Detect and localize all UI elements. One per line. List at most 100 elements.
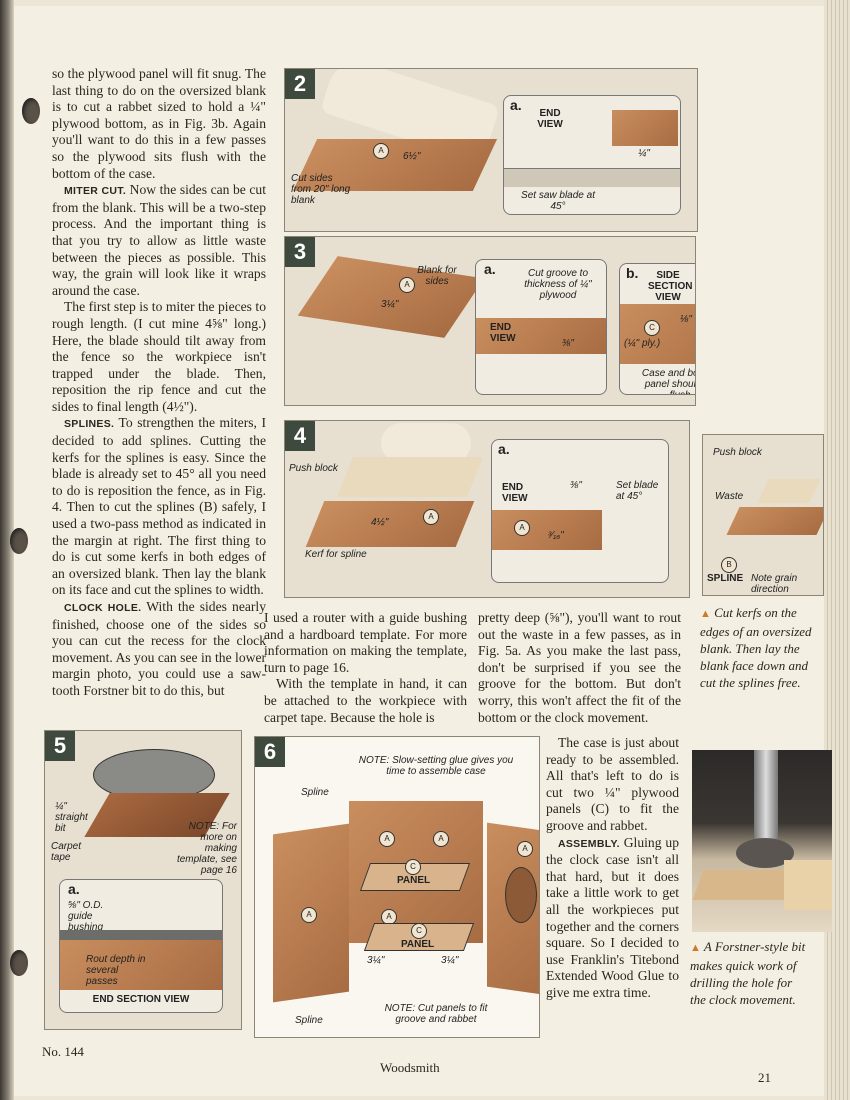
paragraph: With the template in hand, it can be att…	[264, 676, 467, 725]
inset-letter: a.	[484, 261, 496, 277]
figure-number: 2	[285, 69, 315, 99]
workpiece-section	[620, 304, 695, 364]
groove-note: Cut groove to thickness of ¼" plywood	[524, 268, 592, 301]
blank-with-kerfs	[726, 507, 823, 535]
figure-number: 5	[45, 731, 75, 761]
kerf-label: Kerf for spline	[305, 549, 367, 560]
part-label: B	[721, 557, 737, 573]
workpiece-section	[612, 110, 678, 146]
template-note: NOTE: For more on making template, see p…	[176, 821, 237, 876]
figure-6: 6 NOTE: Slow-setting glue gives you time…	[254, 736, 540, 1038]
figure-number: 4	[285, 421, 315, 451]
paragraph: The case is just about ready to be assem…	[546, 735, 679, 833]
dimension-label-bottom: ³⁄₁₆"	[548, 530, 564, 541]
dimension-label-top: ⅜"	[570, 480, 582, 491]
paragraph-miter: MITER CUT. Now the sides can be cut from…	[52, 182, 266, 299]
forstner-bit-photo	[692, 750, 832, 932]
part-label-left: A	[301, 907, 317, 923]
push-block	[336, 457, 484, 497]
inset-title: END VIEW	[490, 322, 516, 344]
page-number: 21	[758, 1070, 771, 1085]
figure-4a-end-view: a. END VIEW ⅜" Set blade at 45° A ³⁄₁₆"	[491, 439, 669, 583]
figure-3: 3 A Blank for sides 3¼" a. Cut groove to…	[284, 236, 696, 406]
caption-text: A Forstner-style bit makes quick work of…	[690, 939, 806, 1007]
part-label-c: C	[644, 320, 660, 336]
paragraph: so the plywood panel will fit snug. The …	[52, 66, 266, 181]
inset-title: SIDE SECTION VIEW	[648, 270, 693, 303]
spline-label: SPLINE	[707, 573, 744, 584]
part-label: A	[423, 509, 439, 525]
figure-3b-side-section: b. SIDE SECTION VIEW A ⅛" C (¼" ply.) Ca…	[619, 263, 695, 395]
clamp-block	[784, 860, 832, 910]
workpiece-section	[476, 318, 606, 354]
left-column: so the plywood panel will fit snug. The …	[52, 66, 266, 700]
inset-letter: a.	[498, 441, 510, 457]
spline-label-bottom: Spline	[295, 1015, 323, 1026]
paragraph-text: To strengthen the miters, I decided to a…	[52, 415, 266, 598]
dimension-label: 4½"	[371, 517, 389, 528]
cut-sides-label: Cut sides from 20" long blank	[291, 173, 351, 206]
blade-note: Set blade at 45°	[616, 480, 659, 502]
figure-5a-end-section: a. ⅝" O.D. guide bushing Rout depth in s…	[59, 879, 223, 1013]
dimension-label: ⅛"	[680, 314, 692, 325]
part-label-panel-top: C	[405, 859, 421, 875]
panel-label-bottom: PANEL	[401, 939, 435, 950]
bit-label: ¼" straight bit	[55, 801, 88, 834]
margin-spline-figure: Push block Waste B SPLINE Note grain dir…	[702, 434, 824, 596]
bushing-label: ⅝" O.D. guide bushing	[68, 900, 104, 933]
run-in-head: MITER CUT.	[64, 185, 127, 198]
blank-label: Blank for sides	[417, 265, 457, 287]
figure-5: 5 ¼" straight bit Carpet tape NOTE: For …	[44, 730, 242, 1030]
grain-note: Note grain direction	[751, 573, 798, 595]
page-stack-edge	[824, 0, 850, 1100]
paragraph-text: Now the sides can be cut from the blank.…	[52, 182, 267, 298]
rout-depth-label: Rout depth in several passes	[86, 954, 146, 987]
triangle-bullet-icon: ▲	[690, 942, 701, 954]
inset-letter: a.	[68, 881, 80, 897]
figure-2: 2 A 6½" Cut sides from 20" long blank a.…	[284, 68, 698, 232]
run-in-head: CLOCK HOLE.	[64, 602, 142, 614]
glue-note: NOTE: Slow-setting glue gives you time t…	[358, 755, 514, 777]
spline-label-top: Spline	[301, 787, 329, 798]
panels-note: NOTE: Cut panels to fit groove and rabbe…	[384, 1003, 488, 1025]
run-in-head: ASSEMBLY.	[558, 837, 620, 850]
paragraph-clock-hole: CLOCK HOLE. With the sides nearly finish…	[52, 599, 266, 700]
binder-hole-middle	[10, 528, 28, 554]
workpiece-section	[492, 510, 602, 550]
saw-table	[504, 168, 680, 187]
dimension-label: 6½"	[403, 151, 421, 162]
part-label-back-left: A	[379, 831, 395, 847]
right-column-top: pretty deep (⅝"), you'll want to rout ou…	[478, 610, 681, 726]
waste-label: Waste	[715, 491, 744, 502]
kerfs-caption: ▲ Cut kerfs on the edges of an oversized…	[700, 604, 818, 691]
figure-3a-end-view: a. Cut groove to thickness of ¼" plywood…	[475, 259, 607, 395]
caption-text: Cut kerfs on the edges of an oversized b…	[700, 605, 812, 690]
push-block-label: Push block	[713, 447, 762, 458]
part-label: A	[399, 277, 415, 293]
part-label-panel-bottom: C	[411, 923, 427, 939]
binder-hole-bottom	[10, 950, 28, 976]
triangle-bullet-icon: ▲	[700, 608, 711, 620]
page-binding	[0, 0, 14, 1100]
figure-number: 6	[255, 737, 285, 767]
middle-column: I used a router with a guide bushing and…	[264, 610, 467, 726]
right-column-bottom: The case is just about ready to be assem…	[546, 735, 679, 1002]
issue-number: No. 144	[42, 1044, 84, 1059]
paragraph: I used a router with a guide bushing and…	[264, 610, 467, 675]
paragraph-splines: SPLINES. To strengthen the miters, I dec…	[52, 415, 266, 599]
clock-hole	[505, 867, 537, 923]
dimension-label: 3¼"	[381, 299, 399, 310]
template-section	[60, 930, 222, 940]
part-label-back-right: A	[433, 831, 449, 847]
inset-title: END SECTION VIEW	[92, 994, 190, 1005]
workpiece-section	[60, 940, 222, 990]
magazine-name: Woodsmith	[380, 1060, 440, 1075]
run-in-head: SPLINES.	[64, 418, 115, 431]
tape-label: Carpet tape	[51, 841, 82, 863]
inset-title: END VIEW	[537, 108, 563, 130]
paragraph-text: With the sides nearly finished, choose o…	[52, 599, 266, 698]
part-label-right: A	[517, 841, 533, 857]
forstner-caption: ▲ A Forstner-style bit makes quick work …	[690, 938, 810, 1008]
figure-number: 3	[285, 237, 315, 267]
push-block	[757, 479, 821, 503]
